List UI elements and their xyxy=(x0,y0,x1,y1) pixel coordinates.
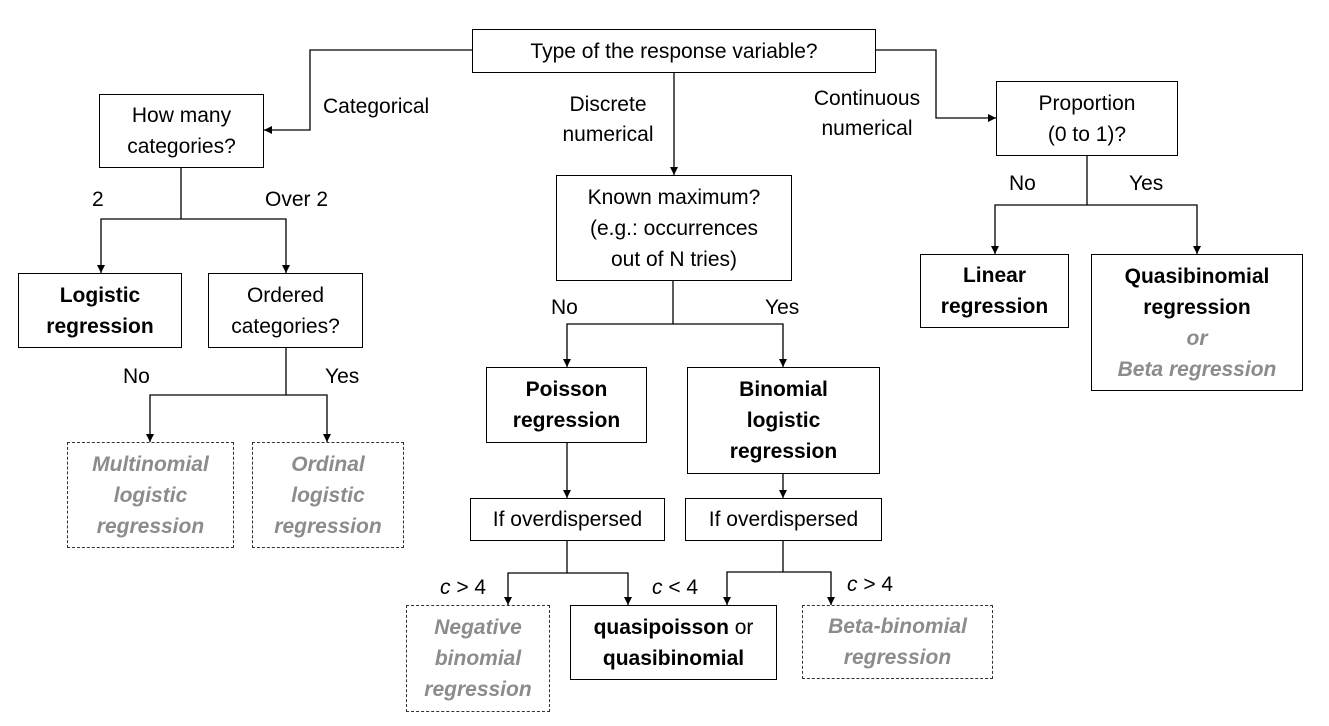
ordinal-line2: logistic xyxy=(291,483,365,507)
how-many-categories-line1: How many xyxy=(131,104,232,127)
root-question: Type of the response variable? xyxy=(530,39,818,63)
overdispersed-left-box: If overdispersed xyxy=(470,498,665,541)
proportion-line2: (0 to 1)? xyxy=(1047,122,1127,146)
binomial-line1: Binomial xyxy=(739,378,828,401)
ordinal-line1: Ordinal xyxy=(291,452,365,476)
how-many-categories-box: How many categories? xyxy=(99,94,264,168)
ordered-categories-box: Ordered categories? xyxy=(208,273,363,348)
overdispersed-left-text: If overdispersed xyxy=(492,508,643,531)
binomial-line3: regression xyxy=(729,440,838,463)
poisson-line2: regression xyxy=(512,409,621,432)
edge-label-known-yes: Yes xyxy=(765,296,800,319)
edge-label-discrete-line2: numerical xyxy=(562,123,654,146)
edge-categories-over2 xyxy=(181,218,290,273)
root-question-box: Type of the response variable? xyxy=(472,29,876,73)
multinomial-line2: logistic xyxy=(113,483,188,507)
edge-label-left-c-gt-4: c > 4 xyxy=(440,573,486,603)
edge-proportion-no xyxy=(991,204,1087,254)
overdispersed-right-box: If overdispersed xyxy=(685,498,882,541)
proportion-line1: Proportion xyxy=(1038,91,1136,115)
binomial-logistic-regression-box: Binomial logistic regression xyxy=(687,367,880,474)
linear-line1: Linear xyxy=(962,264,1027,287)
edge-label-discrete: Discrete numerical xyxy=(553,90,663,150)
negative-binomial-regression-box: Negative binomial regression xyxy=(406,605,550,712)
edge-known-no xyxy=(563,323,673,367)
or-text: or xyxy=(728,615,754,639)
quasipoisson-quasibinomial-box: quasipoisson or quasibinomial xyxy=(570,605,777,680)
multinomial-line1: Multinomial xyxy=(92,452,209,476)
edge-label-c-lt-4: c < 4 xyxy=(652,573,698,603)
ordinal-logistic-regression-box: Ordinal logistic regression xyxy=(252,442,404,548)
known-maximum-line1: Known maximum? xyxy=(587,185,761,209)
binomial-line2: logistic xyxy=(746,409,821,432)
edge-known-yes xyxy=(673,323,787,367)
ordinal-line3: regression xyxy=(274,514,382,538)
ordered-categories-line2: categories? xyxy=(231,314,340,338)
linear-regression-box: Linear regression xyxy=(920,254,1069,328)
known-maximum-box: Known maximum? (e.g.: occurrences out of… xyxy=(556,175,792,281)
c-condition: > 4 xyxy=(857,573,894,596)
c-variable: c xyxy=(847,573,858,596)
edge-proportion-yes xyxy=(1087,204,1201,254)
beta-binomial-line1: Beta-binomial xyxy=(828,615,967,638)
negative-binomial-line3: regression xyxy=(424,678,532,701)
edge-label-discrete-line1: Discrete xyxy=(569,93,647,116)
negative-binomial-line1: Negative xyxy=(434,616,522,639)
known-maximum-line3: out of N tries) xyxy=(610,247,738,271)
c-condition: < 4 xyxy=(662,576,699,599)
edge-overdispersed-right-lt xyxy=(723,571,783,605)
quasibinomial-line1: Quasibinomial xyxy=(1124,264,1270,288)
edge-label-continuous-line2: numerical xyxy=(821,117,913,140)
edge-ordered-yes xyxy=(286,394,331,442)
ordered-categories-line1: Ordered xyxy=(246,283,325,307)
c-condition: > 4 xyxy=(450,576,487,599)
linear-line2: regression xyxy=(940,295,1049,318)
known-maximum-line2: (e.g.: occurrences xyxy=(589,216,759,240)
beta-regression-line: Beta regression xyxy=(1117,357,1277,381)
proportion-box: Proportion (0 to 1)? xyxy=(996,81,1178,156)
multinomial-line3: regression xyxy=(96,514,205,538)
edge-overdispersed-left-gt xyxy=(504,572,567,605)
multinomial-logistic-regression-box: Multinomial logistic regression xyxy=(67,442,234,548)
beta-binomial-line2: regression xyxy=(843,646,952,669)
edge-label-ordered-no: No xyxy=(123,365,150,388)
logistic-regression-box: Logistic regression xyxy=(18,273,182,348)
logistic-regression-line1: Logistic xyxy=(59,283,141,307)
quasibinomial-line2: regression xyxy=(1143,295,1251,319)
edge-label-continuous-line1: Continuous xyxy=(813,87,921,110)
quasi-line2: quasibinomial xyxy=(602,646,745,670)
edge-label-continuous: Continuous numerical xyxy=(800,84,934,144)
overdispersed-right-text: If overdispersed xyxy=(708,508,859,531)
edge-label-known-no: No xyxy=(551,296,578,319)
quasi-line1: quasipoisson or xyxy=(594,612,754,643)
or-line: or xyxy=(1186,326,1208,350)
edge-label-proportion-yes: Yes xyxy=(1129,172,1164,195)
edge-label-over-two: Over 2 xyxy=(265,188,329,211)
edge-label-right-c-gt-4: c > 4 xyxy=(847,570,893,600)
edge-label-ordered-yes: Yes xyxy=(325,365,360,388)
edge-root-categorical xyxy=(264,49,472,134)
how-many-categories-line2: categories? xyxy=(127,135,236,158)
poisson-regression-box: Poisson regression xyxy=(486,367,647,443)
edge-overdispersed-right-gt xyxy=(783,571,835,605)
edge-label-proportion-no: No xyxy=(1009,172,1036,195)
c-variable: c xyxy=(440,576,451,599)
logistic-regression-line2: regression xyxy=(46,314,154,338)
edge-overdispersed-left-lt xyxy=(567,572,632,605)
c-variable: c xyxy=(652,576,663,599)
quasipoisson-text: quasipoisson xyxy=(593,615,729,639)
quasibinomial-or-beta-regression-box: Quasibinomial regression or Beta regress… xyxy=(1091,254,1303,391)
edge-label-two: 2 xyxy=(92,188,104,211)
poisson-line1: Poisson xyxy=(525,378,608,401)
beta-binomial-regression-box: Beta-binomial regression xyxy=(802,605,993,679)
negative-binomial-line2: binomial xyxy=(434,647,522,670)
edge-root-continuous xyxy=(876,49,996,122)
edge-label-categorical: Categorical xyxy=(323,95,430,118)
edge-ordered-no xyxy=(146,394,286,442)
edge-categories-2 xyxy=(97,218,181,273)
